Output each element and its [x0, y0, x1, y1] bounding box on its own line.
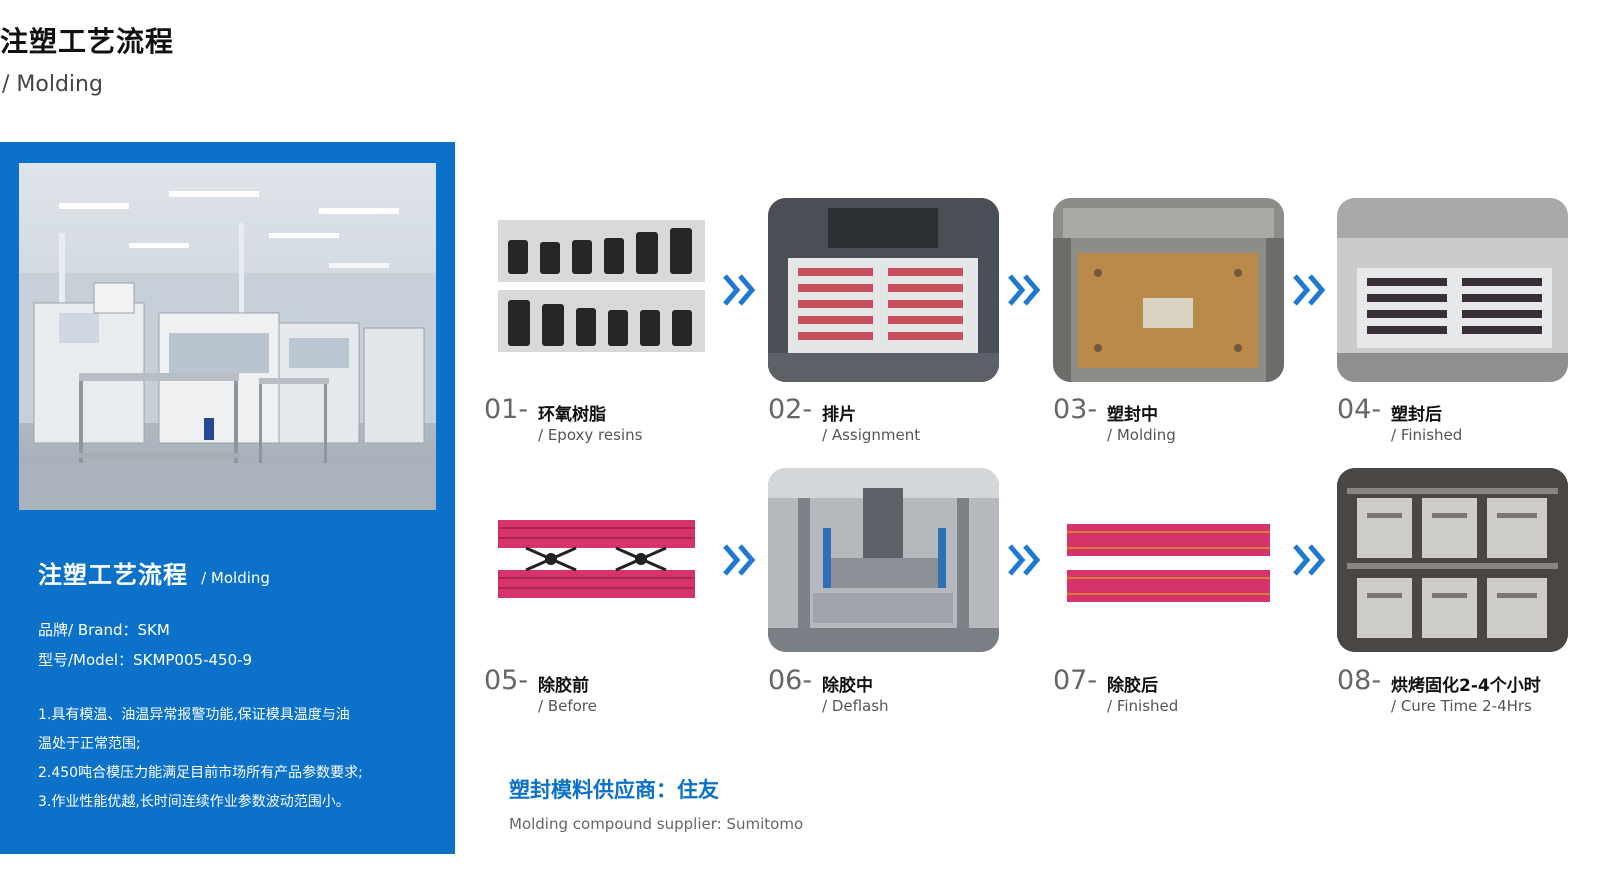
next-arrow-icon [721, 272, 761, 308]
next-arrow-icon [1006, 542, 1046, 578]
step-number: 02- [768, 394, 813, 425]
step-number: 07- [1053, 665, 1098, 696]
panel-title-row: 注塑工艺流程 / Molding [38, 555, 270, 590]
step-title-en: / Finished [1107, 697, 1179, 715]
feature-line: 3.作业性能优越,长时间连续作业参数波动范围小。 [38, 794, 350, 810]
step-title-cn: 环氧树脂 [538, 405, 606, 425]
panel-title-en: / Molding [201, 569, 270, 587]
brand-spec: 品牌/ Brand：SKM [38, 621, 170, 639]
step-number: 04- [1337, 394, 1382, 425]
next-arrow-icon [1291, 272, 1331, 308]
feature-line: 温处于正常范围; [38, 736, 141, 752]
feature-line: 1.具有模温、油温异常报警功能,保证模具温度与油 [38, 707, 350, 723]
step-title-cn: 塑封后 [1391, 405, 1442, 425]
step-title-cn: 烘烤固化2-4个小时 [1391, 676, 1541, 696]
step-title-en: / Cure Time 2-4Hrs [1391, 697, 1532, 715]
step-number: 08- [1337, 665, 1382, 696]
factory-photo [19, 163, 436, 510]
step-title-en: / Molding [1107, 426, 1176, 444]
feature-line: 2.450吨合模压力能满足目前市场所有产品参数要求; [38, 765, 363, 781]
step-03-photo [1053, 198, 1284, 382]
step-number: 06- [768, 665, 813, 696]
next-arrow-icon [1291, 542, 1331, 578]
info-panel: 注塑工艺流程 / Molding 品牌/ Brand：SKM 型号/Model：… [0, 142, 455, 854]
step-01-photo [486, 198, 717, 382]
step-title-en: / Deflash [822, 697, 889, 715]
step-number: 03- [1053, 394, 1098, 425]
step-02-photo [768, 198, 999, 382]
step-title-en: / Before [538, 697, 597, 715]
feature-list: 1.具有模温、油温异常报警功能,保证模具温度与油 温处于正常范围; 2.450吨… [38, 701, 438, 817]
panel-title: 注塑工艺流程 [38, 561, 188, 589]
step-08-photo [1337, 468, 1568, 652]
step-number: 01- [484, 394, 529, 425]
supplier-subtitle: Molding compound supplier: Sumitomo [509, 815, 804, 833]
step-title-cn: 除胶前 [538, 676, 589, 696]
supplier-title: 塑封模料供应商：住友 [509, 778, 719, 802]
next-arrow-icon [721, 542, 761, 578]
step-number: 05- [484, 665, 529, 696]
step-title-en: / Epoxy resins [538, 426, 643, 444]
model-spec: 型号/Model：SKMP005-450-9 [38, 651, 253, 669]
step-title-en: / Assignment [822, 426, 921, 444]
step-07-photo [1053, 468, 1284, 652]
page-subtitle: / Molding [2, 72, 103, 97]
step-title-cn: 排片 [822, 405, 856, 425]
step-title-cn: 除胶后 [1107, 676, 1158, 696]
step-title-en: / Finished [1391, 426, 1463, 444]
step-05-photo [486, 468, 717, 652]
page-title: 注塑工艺流程 [0, 25, 175, 58]
next-arrow-icon [1006, 272, 1046, 308]
step-06-photo [768, 468, 999, 652]
step-title-cn: 塑封中 [1107, 405, 1158, 425]
step-title-cn: 除胶中 [822, 676, 873, 696]
step-04-photo [1337, 198, 1568, 382]
